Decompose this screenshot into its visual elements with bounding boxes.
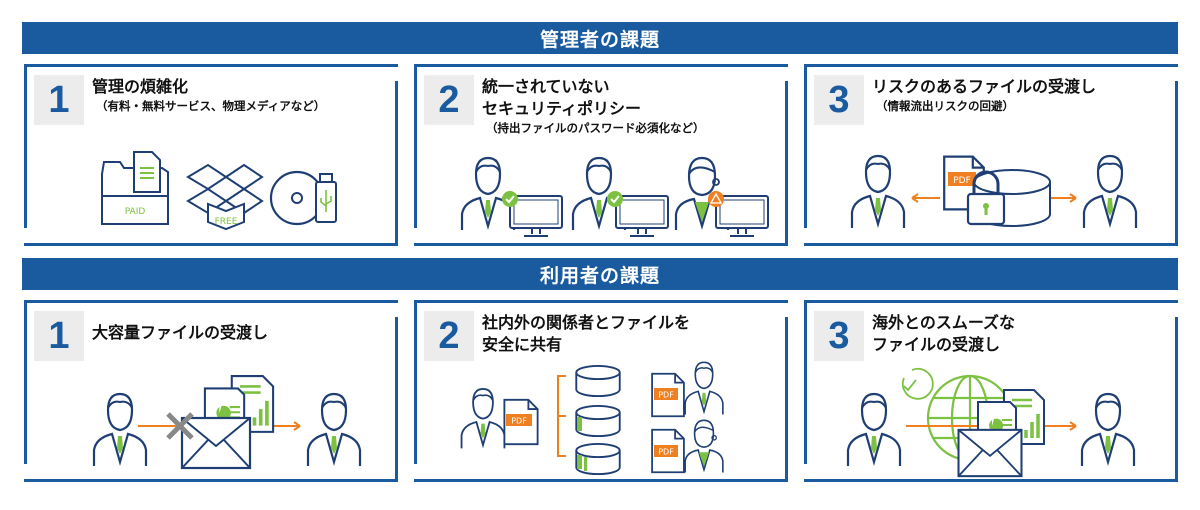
svg-text:PDF: PDF [511, 417, 527, 426]
monitor-icon [509, 195, 563, 237]
card-title: 社内外の関係者とファイルを安全に共有 [482, 313, 691, 354]
user-icon [92, 392, 148, 468]
card-title: 海外とのスムーズなファイルの受渡し [872, 313, 1016, 354]
card-user-3: 3 海外とのスムーズなファイルの受渡し [804, 300, 1178, 482]
risk-illustration: PDF [850, 154, 1138, 230]
check-badge-icon [607, 191, 623, 207]
user-icon [684, 419, 724, 474]
card-number: 1 [34, 311, 84, 361]
check-badge-icon [502, 191, 518, 207]
disc-usb-icon [269, 170, 337, 226]
section-header-admin: 管理者の課題 [22, 22, 1178, 54]
card-subtitle: （情報流出リスクの回避） [876, 99, 1014, 113]
svg-text:FREE: FREE [215, 217, 238, 227]
storage-icon [575, 442, 621, 476]
card-number: 3 [814, 311, 864, 361]
user-icon [850, 154, 906, 230]
sharing-illustration: PDF PDF PDF [460, 361, 724, 476]
storage-icon [575, 364, 621, 398]
user-icon [1080, 392, 1136, 468]
card-title: 大容量ファイルの受渡し [92, 323, 269, 342]
monitor-icon [715, 195, 769, 237]
card-subtitle: （持出ファイルのパスワード必須化など） [486, 121, 705, 135]
card-title: 管理の煩雑化（有料・無料サービス、物理メディアなど） [92, 77, 326, 113]
envelope-icon [180, 416, 252, 470]
overseas-illustration [846, 367, 1136, 478]
svg-text:PDF: PDF [658, 391, 674, 400]
section-header-user: 利用者の課題 [22, 258, 1178, 290]
storage-icon [575, 404, 621, 438]
free-box-icon: FREE [186, 163, 264, 231]
card-admin-3: 3 リスクのあるファイルの受渡し（情報流出リスクの回避） PDF [804, 64, 1178, 246]
warning-badge-icon [708, 191, 724, 207]
envelope-icon [957, 428, 1023, 478]
monitor-icon [615, 195, 669, 237]
cross-icon [166, 412, 194, 440]
card-title: リスクのあるファイルの受渡し（情報流出リスクの回避） [872, 77, 1097, 113]
card-number: 2 [424, 75, 474, 125]
card-number: 3 [814, 75, 864, 125]
card-subtitle: （有料・無料サービス、物理メディアなど） [96, 99, 326, 113]
card-number: 2 [424, 311, 474, 361]
user-icon [684, 361, 724, 416]
card-admin-2: 2 統一されていないセキュリティポリシー（持出ファイルのパスワード必須化など） [414, 64, 788, 246]
large-file-illustration [92, 374, 362, 470]
clock-check-icon [901, 367, 934, 400]
card-admin-1: 1 管理の煩雑化（有料・無料サービス、物理メディアなど） PAID FREE [24, 64, 398, 246]
bracket-connector [557, 375, 566, 457]
user-icon [846, 392, 902, 468]
card-title: 統一されていないセキュリティポリシー（持出ファイルのパスワード必須化など） [482, 77, 705, 135]
paid-folder-icon: PAID [101, 151, 169, 225]
lock-icon [966, 170, 1006, 226]
arrow-left-icon [911, 193, 940, 203]
policy-illustration [460, 156, 769, 237]
card-user-1: 1 大容量ファイルの受渡し [24, 300, 398, 482]
management-icons: PAID FREE [101, 151, 337, 231]
svg-text:PDF: PDF [658, 448, 674, 457]
user-icon [460, 388, 506, 450]
card-number: 1 [34, 75, 84, 125]
user-icon [1082, 154, 1138, 230]
svg-text:PAID: PAID [125, 207, 146, 217]
svg-text:PDF: PDF [953, 176, 971, 186]
arrow-right-icon [1048, 193, 1077, 203]
card-user-2: 2 社内外の関係者とファイルを安全に共有 PDF PDF PDF [414, 300, 788, 482]
user-icon [306, 392, 362, 468]
